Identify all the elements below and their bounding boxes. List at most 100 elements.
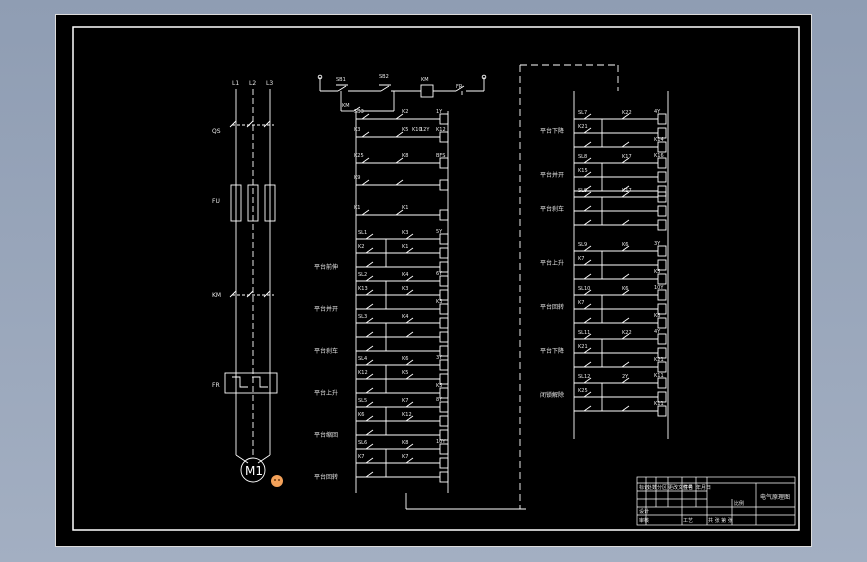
- fu-label: FU: [212, 198, 220, 205]
- left-contact-label: SL4: [358, 356, 367, 362]
- left-contact-label: K3: [402, 230, 408, 236]
- drawing-sheet: L1 L2 L3 QS FU KM FR M1: [55, 14, 812, 547]
- control-top-dashed: [519, 64, 619, 509]
- fr-contact-label: FR: [456, 84, 463, 90]
- tb-mark: 标记: [639, 484, 649, 491]
- control-supply-line: [317, 74, 526, 510]
- right-contact-label: 10Y: [654, 285, 664, 291]
- schematic-canvas: L1 L2 L3 QS FU KM FR M1: [72, 26, 800, 531]
- left-function-label: 平台并开: [314, 305, 338, 313]
- right-contact-label: K8: [654, 313, 660, 319]
- right-function-label: 平台并开: [540, 171, 564, 179]
- tb-design: 设计: [639, 508, 649, 515]
- left-contact-label: SL3: [358, 314, 367, 320]
- right-contact-label: K21: [578, 124, 588, 130]
- left-function-label: 平台缩回: [314, 431, 338, 439]
- right-function-label: 平台下降: [540, 347, 564, 355]
- right-contact-label: 4Y: [654, 329, 661, 335]
- left-top-contact-label: K25: [354, 153, 364, 159]
- left-contact-label: K8: [402, 440, 408, 446]
- km-label: KM: [212, 292, 221, 299]
- left-function-label: 平台回转: [314, 473, 338, 481]
- tb-date: 年月日: [696, 484, 711, 491]
- left-contact-label: SL2: [358, 272, 367, 278]
- right-contact-label: SL9: [578, 242, 587, 248]
- right-contact-label: SL10: [578, 286, 590, 292]
- sb2-label: SB2: [379, 74, 389, 80]
- left-contact-label: K7: [402, 398, 408, 404]
- left-function-label: 平台前伸: [314, 263, 338, 271]
- tb-process: 工艺: [683, 518, 693, 524]
- right-contact-label: K22: [622, 110, 632, 116]
- qs-label: QS: [212, 128, 221, 135]
- left-top-contact-label: K10: [412, 127, 422, 133]
- left-contact-label: K12: [358, 370, 368, 376]
- left-contact-label: K12: [402, 412, 412, 418]
- left-rung-group: 平台缩回 SL5 K7 8Y K12 K6: [314, 397, 449, 441]
- left-contact-label: K5: [402, 370, 408, 376]
- left-contact-label: SL5: [358, 398, 367, 404]
- left-contact-label: 8Y: [436, 397, 443, 403]
- inner-border: [72, 26, 800, 531]
- phase-L3: L3: [266, 80, 273, 87]
- left-function-label: 平台上升: [314, 389, 338, 397]
- right-contact-label: 2Y: [622, 374, 629, 380]
- left-contact-label: K4: [402, 314, 408, 320]
- tb-sign: 签名: [683, 484, 693, 491]
- left-top-contact-label: K1: [354, 205, 360, 211]
- left-contact-label: K1: [402, 244, 408, 250]
- left-contact-label: SL1: [358, 230, 367, 236]
- left-top-contact-label: SB3: [354, 109, 364, 115]
- tb-drawing-name: 电气原理图: [760, 493, 790, 501]
- left-contact-label: K4: [402, 272, 408, 278]
- left-contact-label: 6Y: [436, 271, 443, 277]
- right-contact-label: SL8: [578, 154, 587, 160]
- right-function-label: 平台刹车: [540, 205, 564, 213]
- right-contact-label: K16: [654, 153, 664, 159]
- left-top-contact-label: 1Y: [436, 109, 443, 115]
- tb-sheet: 共 张 第 张: [708, 517, 733, 524]
- fr-label: FR: [212, 382, 220, 389]
- tb-count: 处数: [647, 484, 657, 491]
- right-function-label: 平台回转: [540, 303, 564, 311]
- right-contact-label: SL11: [578, 330, 590, 336]
- right-contact-label: K25: [578, 388, 588, 394]
- right-contact-label: K15: [578, 168, 588, 174]
- left-top-contact-label: BFS: [436, 153, 445, 159]
- right-function-label: 平台上升: [540, 259, 564, 267]
- phase-L1: L1: [232, 80, 239, 87]
- right-contact-label: K7: [578, 256, 584, 262]
- right-contact-label: K17: [622, 188, 632, 194]
- left-top-contact-label: 12Y: [420, 127, 430, 133]
- right-function-label: 平台下降: [540, 127, 564, 135]
- motor-label: M1: [245, 464, 263, 478]
- left-top-contact-label: K1: [402, 205, 408, 211]
- tb-review: 审核: [639, 517, 649, 524]
- left-contact-label: K13: [358, 286, 368, 292]
- right-contact-label: 4Y: [654, 109, 661, 115]
- tb-scale: 比例: [734, 500, 744, 507]
- right-contact-label: 3Y: [654, 241, 661, 247]
- left-contact-label: K6: [358, 412, 364, 418]
- right-contact-label: K6: [622, 286, 628, 292]
- right-contact-label: K6: [622, 242, 628, 248]
- cursor-marker-icon: [271, 475, 283, 487]
- km-coil-label: KM: [421, 77, 429, 83]
- tb-zone: 分区: [657, 484, 667, 491]
- left-top-rung: K9: [354, 175, 449, 191]
- phase-L2: L2: [249, 80, 256, 87]
- left-contact-label: 5Y: [436, 229, 443, 235]
- right-contact-label: SL7: [578, 110, 587, 116]
- km-contact-label: KM: [342, 103, 350, 109]
- left-top-rung: K1 K1: [354, 205, 449, 221]
- left-top-contact-label: K12: [436, 127, 446, 133]
